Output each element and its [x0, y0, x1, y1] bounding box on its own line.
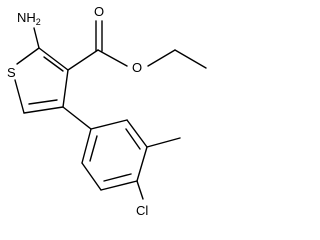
bond-ar6-ar1-inner: [89, 135, 98, 162]
bond-c2-c3: [38, 47, 69, 71]
bond-carbonyl-ester-o: [97, 49, 128, 67]
bond-ar6-ar1: [81, 128, 92, 164]
bond-c4-c5-inner: [28, 99, 58, 105]
bond-ar4-ar5-inner: [103, 173, 132, 182]
bond-ar1-ar2: [90, 119, 128, 130]
bond-ar3-ar4: [136, 146, 148, 182]
bond-ar5-ar6: [81, 162, 102, 191]
carbonyl-oxygen-label: O: [94, 4, 104, 19]
bond-s-c2: [16, 47, 40, 65]
bond-c4-aryl: [62, 106, 92, 130]
bond-ch2-ch3: [174, 49, 207, 69]
bond-c3-c4: [62, 69, 69, 108]
amino-symbol: NH: [17, 10, 36, 25]
bond-c5-s: [14, 79, 25, 114]
amino-subscript: 2: [36, 17, 41, 27]
bond-c2-n: [33, 27, 40, 49]
bond-ar2-ar3-inner: [125, 128, 141, 150]
bond-c3-carbonyl: [67, 49, 99, 71]
molecule-structure-diagram: NH2 S O O Cl: [7, 4, 207, 218]
bond-ar3-methyl: [146, 137, 181, 148]
phenyl-ring: [81, 119, 148, 191]
ester-oxygen-label: O: [132, 60, 142, 75]
bond-ar4-ar5: [100, 180, 138, 191]
ethyl-ester-group: [67, 20, 207, 71]
sulfur-label: S: [7, 65, 16, 80]
amino-label: NH2: [17, 10, 41, 27]
bond-ar2-ar3: [126, 119, 148, 148]
thiophene-ring: [14, 47, 69, 114]
bond-ester-o-ch2: [147, 49, 176, 67]
bond-c2-c3-inner: [43, 56, 64, 72]
bond-c4-c5: [23, 106, 64, 114]
chlorine-label: Cl: [136, 203, 148, 218]
bond-ar4-cl: [136, 180, 144, 200]
